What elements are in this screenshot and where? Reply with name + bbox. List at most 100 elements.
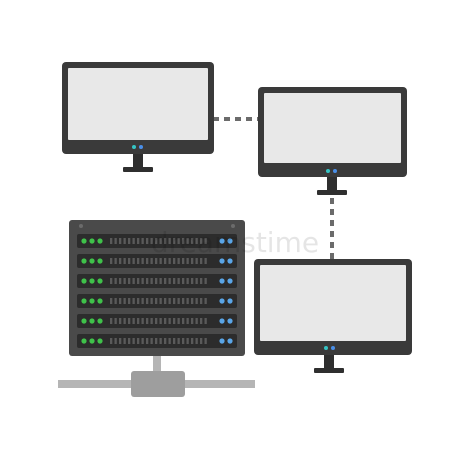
rack-vent xyxy=(159,238,162,244)
rack-vent xyxy=(164,238,167,244)
monitor-icon xyxy=(254,259,412,373)
rack-vent xyxy=(114,278,117,284)
rack-vent xyxy=(155,298,158,304)
rack-vent xyxy=(204,298,207,304)
rack-vent xyxy=(168,258,171,264)
rack-led-green xyxy=(81,278,87,284)
rack-vent xyxy=(119,258,122,264)
rack-vent xyxy=(200,318,203,324)
rack-vent xyxy=(146,278,149,284)
rack-vent xyxy=(137,258,140,264)
rack-vent xyxy=(159,338,162,344)
rack-vent xyxy=(186,238,189,244)
rack-vent xyxy=(128,298,131,304)
rack-vent xyxy=(168,278,171,284)
rack-vent xyxy=(173,238,176,244)
rack-vent xyxy=(186,318,189,324)
rack-vent xyxy=(195,338,198,344)
rack-vent xyxy=(141,318,144,324)
rack-vent xyxy=(150,258,153,264)
rack-vent xyxy=(204,258,207,264)
rack-led-blue xyxy=(219,278,225,284)
rack-vent xyxy=(110,338,113,344)
rack-vent xyxy=(155,318,158,324)
rack-vent xyxy=(204,338,207,344)
rack-vent xyxy=(155,278,158,284)
rack-vent xyxy=(141,278,144,284)
rack-vent xyxy=(182,298,185,304)
rack-vent xyxy=(110,318,113,324)
rack-vent xyxy=(204,278,207,284)
rack-vent xyxy=(186,278,189,284)
rack-vent xyxy=(186,338,189,344)
rack-vent xyxy=(191,318,194,324)
server-rack-icon xyxy=(69,220,245,356)
rack-vent xyxy=(146,318,149,324)
rack-vent xyxy=(164,258,167,264)
rack-vent xyxy=(114,298,117,304)
rack-vent xyxy=(164,298,167,304)
rack-led-green xyxy=(97,278,103,284)
rack-vent xyxy=(123,298,126,304)
network-hub-icon xyxy=(58,355,255,397)
rack-vent xyxy=(204,318,207,324)
rack-vent xyxy=(146,338,149,344)
rack-vent xyxy=(168,318,171,324)
rack-vent xyxy=(119,278,122,284)
rack-led-green xyxy=(89,298,95,304)
rack-vent xyxy=(128,238,131,244)
rack-vent xyxy=(168,338,171,344)
rack-vent xyxy=(168,238,171,244)
rack-vent xyxy=(200,238,203,244)
rack-vent xyxy=(182,238,185,244)
rack-units xyxy=(77,234,237,348)
rack-vent xyxy=(146,258,149,264)
rack-vent xyxy=(119,338,122,344)
rack-led-green xyxy=(89,278,95,284)
rack-led-green xyxy=(97,238,103,244)
rack-vent xyxy=(195,278,198,284)
rack-led-blue xyxy=(219,318,225,324)
rack-vent xyxy=(114,238,117,244)
rack-vent xyxy=(173,298,176,304)
rack-led-green xyxy=(89,338,95,344)
rack-vent xyxy=(155,338,158,344)
rack-vent xyxy=(195,318,198,324)
rack-vent xyxy=(159,278,162,284)
rack-vent xyxy=(159,298,162,304)
rack-vent xyxy=(195,298,198,304)
rack-vent xyxy=(132,338,135,344)
rack-vent xyxy=(177,338,180,344)
rack-vent xyxy=(123,238,126,244)
rack-vent xyxy=(137,278,140,284)
rack-vent xyxy=(110,298,113,304)
rack-vent xyxy=(177,318,180,324)
rack-vent xyxy=(114,338,117,344)
rack-led-blue xyxy=(219,298,225,304)
rack-vent xyxy=(159,258,162,264)
rack-led-green xyxy=(89,258,95,264)
rack-vent xyxy=(155,238,158,244)
rack-led-green xyxy=(97,338,103,344)
rack-vent xyxy=(191,238,194,244)
rack-vent xyxy=(177,298,180,304)
rack-vent xyxy=(128,278,131,284)
watermark-text: dreamstime xyxy=(151,226,319,259)
rack-vent xyxy=(191,338,194,344)
rack-vent xyxy=(146,298,149,304)
rack-led-blue xyxy=(227,318,233,324)
rack-led-green xyxy=(81,338,87,344)
rack-vent xyxy=(173,338,176,344)
rack-vent xyxy=(173,278,176,284)
rack-vent xyxy=(177,258,180,264)
rack-vent xyxy=(119,238,122,244)
rack-vent xyxy=(137,238,140,244)
rack-vent xyxy=(132,258,135,264)
rack-vent xyxy=(110,278,113,284)
monitor-icon xyxy=(258,87,407,195)
rack-vent xyxy=(155,258,158,264)
rack-vent xyxy=(186,298,189,304)
rack-vent xyxy=(195,258,198,264)
rack-led-green xyxy=(81,238,87,244)
rack-vent xyxy=(137,318,140,324)
